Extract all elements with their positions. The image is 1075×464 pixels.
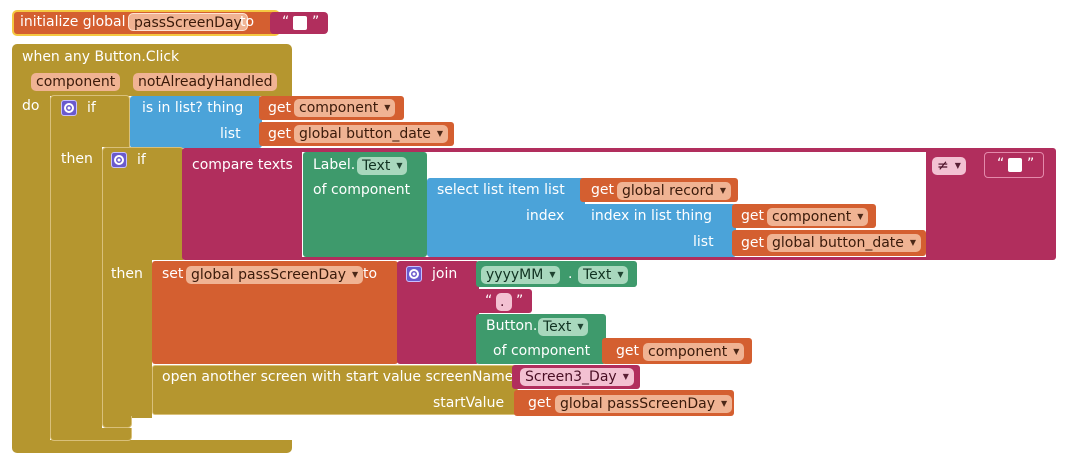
event-block-footer	[12, 440, 292, 453]
open-quote-icon: “	[485, 293, 493, 309]
if1-spine	[50, 147, 102, 430]
get-label: get	[528, 395, 551, 411]
open-quote-icon: “	[282, 14, 290, 30]
label-component-label: Label.	[313, 157, 356, 173]
index-in-list-list-label: list	[693, 234, 714, 250]
select-list-item-block[interactable]	[427, 178, 585, 257]
if1-mutator-gear-icon[interactable]	[61, 100, 77, 116]
get-button-date-var-2[interactable]: global button_date▼	[767, 234, 922, 252]
index-in-list-label: index in list thing	[591, 208, 712, 224]
yyyymm-text-property-dropdown[interactable]: Text▼	[578, 266, 629, 284]
button-of-component-label: of component	[493, 343, 591, 359]
if2-label: if	[137, 152, 146, 168]
button-text-property-dropdown[interactable]: Text▼	[538, 318, 589, 336]
set-label: set	[162, 266, 184, 282]
select-list-item-index-label: index	[526, 208, 565, 224]
yyyymm-component-dropdown[interactable]: yyyyMM▼	[481, 266, 561, 284]
screen-name-dropdown[interactable]: Screen3_Day▼	[520, 368, 634, 386]
start-value-label: startValue	[433, 395, 505, 411]
if2-footer	[102, 416, 132, 428]
if1-label: if	[87, 100, 96, 116]
get-label: get	[268, 126, 291, 142]
get-button-date-var-1[interactable]: global button_date▼	[294, 125, 449, 143]
open-screen-label: open another screen with start value scr…	[162, 369, 514, 385]
close-quote-icon: ”	[516, 293, 524, 309]
if1-footer	[50, 428, 132, 441]
set-variable-dropdown[interactable]: global passScreenDay▼	[186, 266, 364, 284]
is-in-list-label: is in list? thing	[142, 100, 244, 116]
empty-string-icon	[1008, 158, 1022, 172]
is-in-list-block[interactable]	[130, 96, 262, 148]
close-quote-icon: ”	[312, 14, 320, 30]
label-of-component-label: of component	[313, 182, 411, 198]
join-mutator-gear-icon[interactable]	[406, 266, 422, 282]
event-title: when any Button.Click	[22, 49, 180, 65]
get-component-var-2[interactable]: component▼	[767, 208, 869, 226]
get-label: get	[616, 343, 639, 359]
open-another-screen-block[interactable]	[152, 365, 518, 415]
get-label: get	[591, 182, 614, 198]
if2-then-label: then	[111, 266, 143, 282]
open-quote-icon: “	[997, 156, 1005, 172]
do-label: do	[22, 98, 40, 114]
init-variable-name[interactable]: passScreenDay	[128, 13, 248, 31]
compare-texts-label: compare texts	[192, 157, 293, 173]
index-in-list-block[interactable]	[580, 204, 736, 257]
join-label: join	[432, 266, 458, 282]
label-text-property-dropdown[interactable]: Text▼	[357, 157, 408, 175]
dot-label: .	[568, 266, 573, 282]
initialize-global-label: initialize global	[20, 14, 126, 30]
get-global-record-var[interactable]: global record▼	[617, 182, 732, 200]
set-to-label: to	[363, 266, 378, 282]
get-component-var-1[interactable]: component▼	[294, 99, 396, 117]
param-not-already-handled[interactable]: notAlreadyHandled	[133, 73, 278, 91]
button-component-label: Button.	[486, 318, 538, 334]
get-label: get	[741, 208, 764, 224]
if2-mutator-gear-icon[interactable]	[111, 152, 127, 168]
get-pass-screen-day-var[interactable]: global passScreenDay▼	[555, 395, 733, 413]
if2-spine	[102, 258, 152, 418]
get-label: get	[741, 235, 764, 251]
get-component-var-3[interactable]: component▼	[643, 343, 745, 361]
get-label: get	[268, 100, 291, 116]
param-component[interactable]: component	[31, 73, 121, 91]
init-to-label: to	[240, 14, 255, 30]
event-block-spine	[12, 96, 50, 442]
is-in-list-list-label: list	[220, 126, 241, 142]
if1-then-label: then	[61, 151, 93, 167]
compare-operator-dropdown[interactable]: ≠▼	[932, 157, 966, 175]
select-list-item-label: select list item list	[437, 182, 565, 198]
empty-string-icon	[293, 16, 307, 30]
close-quote-icon: ”	[1027, 156, 1035, 172]
dot-string-value[interactable]: .	[496, 293, 512, 311]
